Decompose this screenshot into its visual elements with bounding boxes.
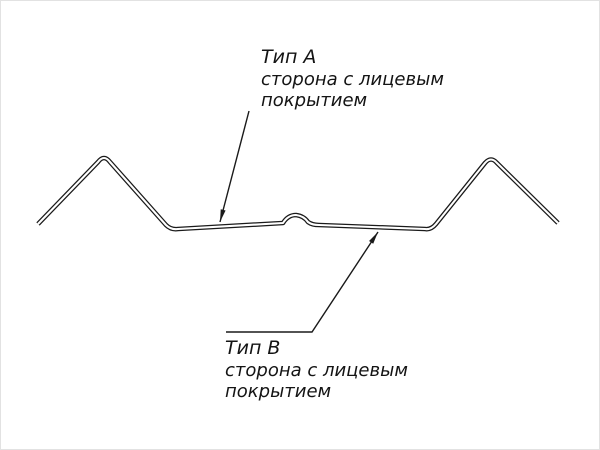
type-a-subtitle-line2: покрытием [261,90,368,111]
type-b-subtitle-line1: сторона с лицевым [225,360,408,381]
type-b-title: Тип В [225,337,281,359]
type-a-title: Тип А [261,46,317,68]
sheet-profile [36,155,560,232]
profile-core [37,156,559,231]
type-a-callout: Тип А сторона с лицевым покрытием [261,46,444,112]
type-b-leader-line [226,231,379,333]
type-b-callout: Тип В сторона с лицевым покрытием [225,337,408,403]
type-a-leader-line [219,110,250,223]
type-b-subtitle-line2: покрытием [225,381,332,402]
type-a-subtitle-line1: сторона с лицевым [261,69,444,90]
